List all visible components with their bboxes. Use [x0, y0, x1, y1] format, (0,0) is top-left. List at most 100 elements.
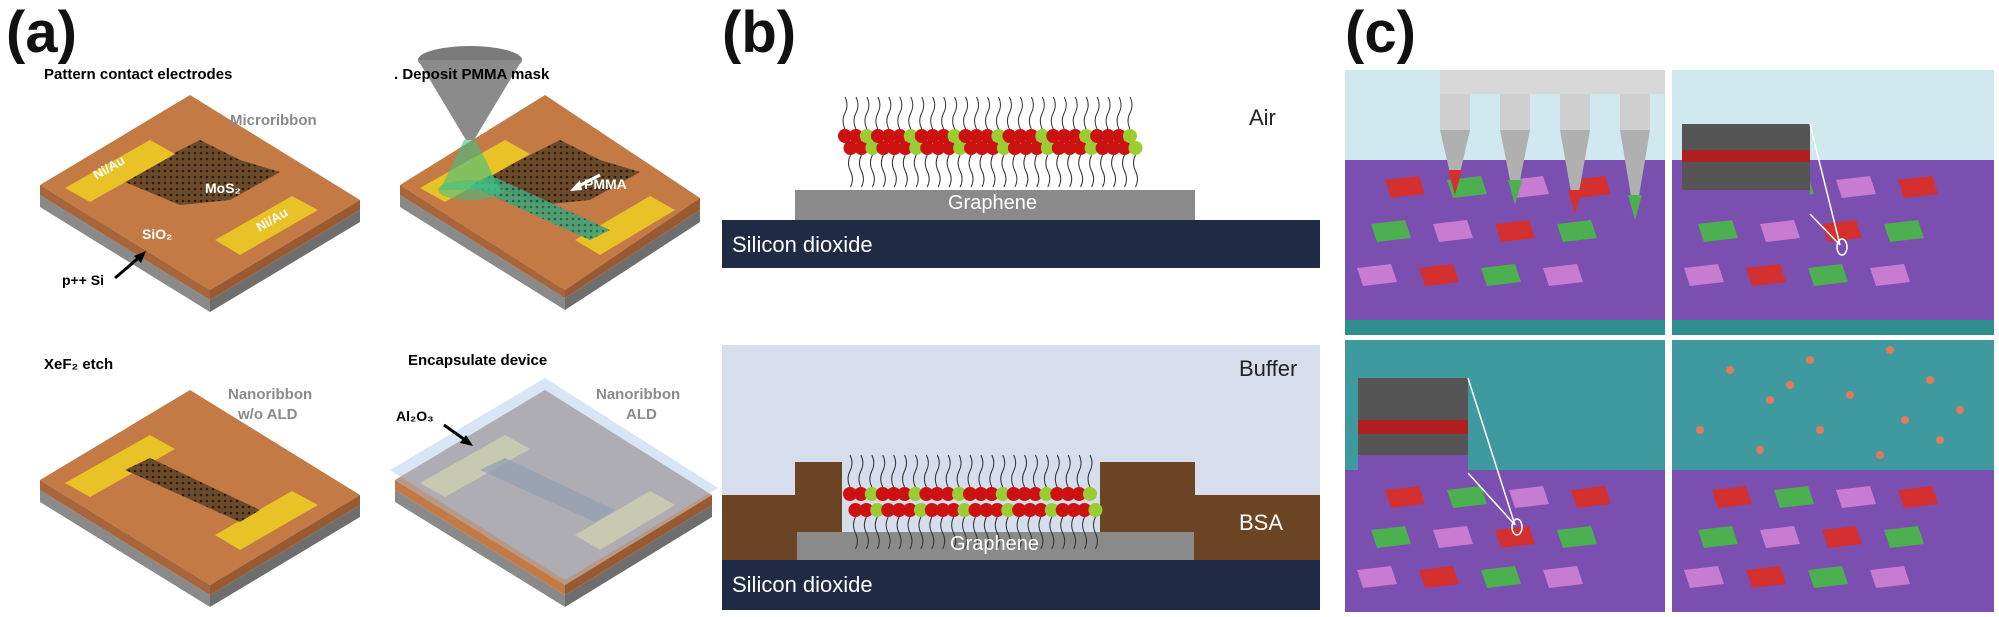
lipid-head — [920, 141, 935, 155]
lipid-tail — [863, 516, 869, 550]
lipid-head — [1128, 141, 1143, 155]
lipid-head — [935, 503, 950, 517]
lipid-tail — [972, 516, 978, 550]
lipid-tail — [858, 154, 864, 188]
spot — [1385, 176, 1425, 198]
particle — [1956, 406, 1964, 414]
lipid-tail — [1083, 96, 1089, 130]
quadrant-top-left — [1345, 70, 1665, 335]
label-sio2-bottom: Silicon dioxide — [732, 572, 873, 597]
particle — [1726, 366, 1734, 374]
particle — [1876, 451, 1884, 459]
spot — [1371, 526, 1411, 548]
spot — [1808, 264, 1848, 286]
lipid-tail — [858, 454, 864, 488]
lipid-head — [914, 129, 929, 143]
lipid-tail — [1022, 454, 1028, 488]
lipid-tail — [1045, 154, 1051, 188]
lipid-head — [870, 129, 885, 143]
lipid-head — [903, 503, 917, 517]
spot — [1712, 486, 1752, 508]
step-title-encapsulate: Encapsulate device — [408, 352, 548, 369]
device-3 — [40, 390, 360, 607]
spot — [1433, 220, 1473, 242]
lipid-head — [1018, 141, 1033, 155]
lipid-head — [1012, 503, 1027, 517]
lipid-head — [875, 487, 890, 501]
lipid-tail — [1060, 516, 1066, 550]
lipid-head — [1046, 129, 1061, 143]
label-al2o3: Al₂O₃ — [396, 408, 434, 424]
lipid-head — [995, 487, 1010, 501]
lipid-tail — [1111, 154, 1117, 188]
lipid-head — [1007, 141, 1022, 155]
lipid-tail — [1094, 96, 1100, 130]
particle — [1936, 436, 1944, 444]
lipid-head — [996, 141, 1011, 155]
lipid-tail — [1001, 154, 1007, 188]
lipid-head — [942, 141, 957, 155]
lipid-tail — [869, 154, 875, 188]
lipid-tail — [989, 454, 995, 488]
lipid-head — [838, 129, 852, 143]
lipid-head — [1035, 129, 1050, 143]
lipid-head — [1023, 503, 1037, 517]
lipid-head — [887, 141, 902, 155]
lipid-tail — [918, 516, 924, 550]
sio2-bottom — [722, 560, 1320, 610]
lipid-head — [848, 129, 863, 143]
lipid-head — [936, 129, 951, 143]
lipid-tail — [995, 96, 1001, 130]
lipid-tail — [1043, 454, 1049, 488]
lipid-head — [1051, 141, 1066, 155]
lipid-tail — [1067, 154, 1073, 188]
lipid-head — [963, 487, 977, 501]
lipid-tail — [974, 96, 980, 130]
lipid-head — [1013, 129, 1028, 143]
nanoribbon-strip — [125, 458, 260, 522]
lipid-tail — [1078, 154, 1084, 188]
spot — [1684, 566, 1724, 588]
lipid-tail — [902, 154, 908, 188]
mos2-flake — [120, 140, 280, 205]
label-buffer: Buffer — [1239, 356, 1298, 381]
spot — [1822, 526, 1862, 548]
device-4 — [390, 378, 718, 607]
lipid-tail — [1092, 516, 1098, 550]
spot — [1836, 486, 1876, 508]
spot — [1433, 526, 1473, 548]
lipid-head — [892, 503, 907, 517]
panel-a-label: (a) — [6, 0, 77, 65]
bsa-left-tall — [795, 462, 842, 495]
spot — [1760, 220, 1800, 242]
lipid-tail — [1027, 516, 1033, 550]
spot — [1898, 486, 1938, 508]
lipid-tail — [968, 154, 974, 188]
lipid-head — [1024, 129, 1039, 143]
lipid-head — [1017, 487, 1032, 501]
lipid-tail — [1087, 454, 1093, 488]
lipid-head — [853, 487, 868, 501]
lipid-tail — [934, 454, 940, 488]
lipid-head — [985, 141, 1000, 155]
lipid-head — [975, 141, 990, 155]
spot — [1543, 264, 1583, 286]
lipid-head — [1106, 141, 1121, 155]
panel-c-label: (c) — [1345, 0, 1416, 65]
label-air: Air — [1249, 105, 1276, 130]
lipid-head — [958, 129, 973, 143]
spot — [1808, 566, 1848, 588]
lipid-tail — [919, 96, 925, 130]
particle — [1786, 381, 1794, 389]
lipid-head — [1039, 487, 1054, 501]
spot — [1884, 220, 1924, 242]
lipid-tail — [1132, 154, 1138, 188]
step-title-pattern: Pattern contact electrodes — [44, 66, 233, 83]
tip-green-2 — [1620, 130, 1650, 220]
label-graphene-top: Graphene — [948, 192, 1037, 214]
lipid-tail — [1061, 96, 1067, 130]
lipid-tail — [1028, 96, 1034, 130]
